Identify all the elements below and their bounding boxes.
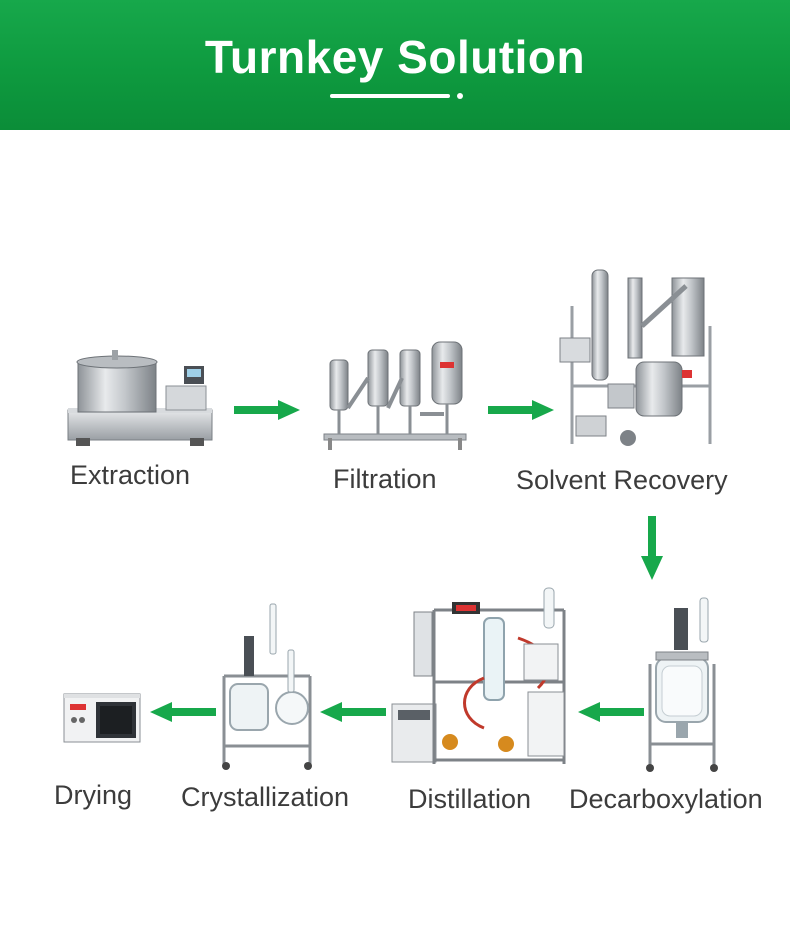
filter-housings-icon: [320, 338, 470, 450]
arrow-filtration-to-solvent-recovery-icon: [488, 400, 556, 420]
title-underline: [330, 94, 450, 98]
arrow-distillation-to-crystallization-icon: [318, 702, 386, 722]
extractor-machine-icon: [66, 348, 216, 448]
jacketed-glass-reactor-icon: [640, 594, 724, 774]
title-underline-dot: [457, 93, 463, 99]
step-label-drying: Drying: [54, 780, 132, 811]
short-path-distillation-rig-icon: [388, 578, 574, 770]
arrow-extraction-to-filtration-icon: [234, 400, 302, 420]
solvent-recovery-tower-icon: [556, 266, 718, 452]
step-label-filtration: Filtration: [333, 464, 437, 495]
page-title: Turnkey Solution: [0, 30, 790, 84]
vacuum-oven-icon: [62, 690, 142, 746]
arrow-crystallization-to-drying-icon: [148, 702, 216, 722]
arrow-solvent-recovery-to-decarboxylation-icon: [641, 516, 663, 582]
arrow-decarboxylation-to-distillation-icon: [576, 702, 644, 722]
step-label-decarboxylation: Decarboxylation: [569, 784, 763, 815]
step-label-crystallization: Crystallization: [181, 782, 349, 813]
header-banner: Turnkey Solution: [0, 0, 790, 130]
step-label-extraction: Extraction: [70, 460, 190, 491]
crystallization-glassware-icon: [218, 600, 316, 772]
step-label-distillation: Distillation: [408, 784, 531, 815]
step-label-solvent-recovery: Solvent Recovery: [516, 465, 728, 496]
